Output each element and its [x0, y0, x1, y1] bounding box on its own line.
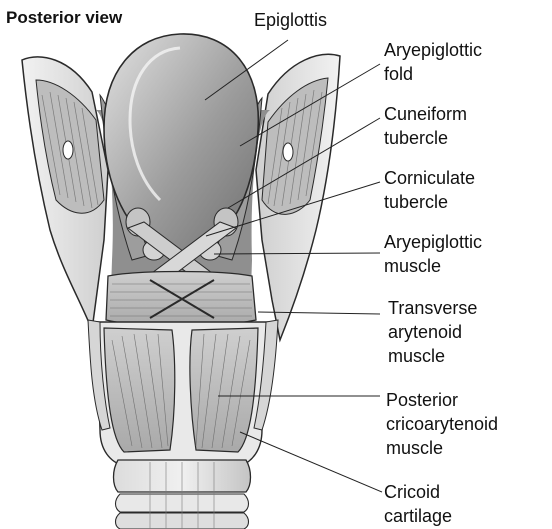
label-transverse-arytenoid-muscle: Transverse arytenoid muscle [388, 298, 482, 366]
label-aryepiglottic-muscle: Aryepiglottic muscle [384, 232, 487, 276]
label-corniculate-tubercle: Corniculate tubercle [384, 168, 480, 212]
label-posterior-cricoarytenoid-muscle: Posterior cricoarytenoid muscle [386, 390, 503, 458]
label-cricoid-cartilage: Cricoid cartilage [384, 482, 452, 526]
view-title: Posterior view [6, 8, 123, 27]
foramen-right [283, 143, 293, 161]
label-aryepiglottic-fold: Aryepiglottic fold [384, 40, 487, 84]
foramen-left [63, 141, 73, 159]
label-cuneiform-tubercle: Cuneiform tubercle [384, 104, 472, 148]
leader-cricoid-cartilage [240, 432, 382, 492]
label-epiglottis: Epiglottis [254, 10, 327, 30]
